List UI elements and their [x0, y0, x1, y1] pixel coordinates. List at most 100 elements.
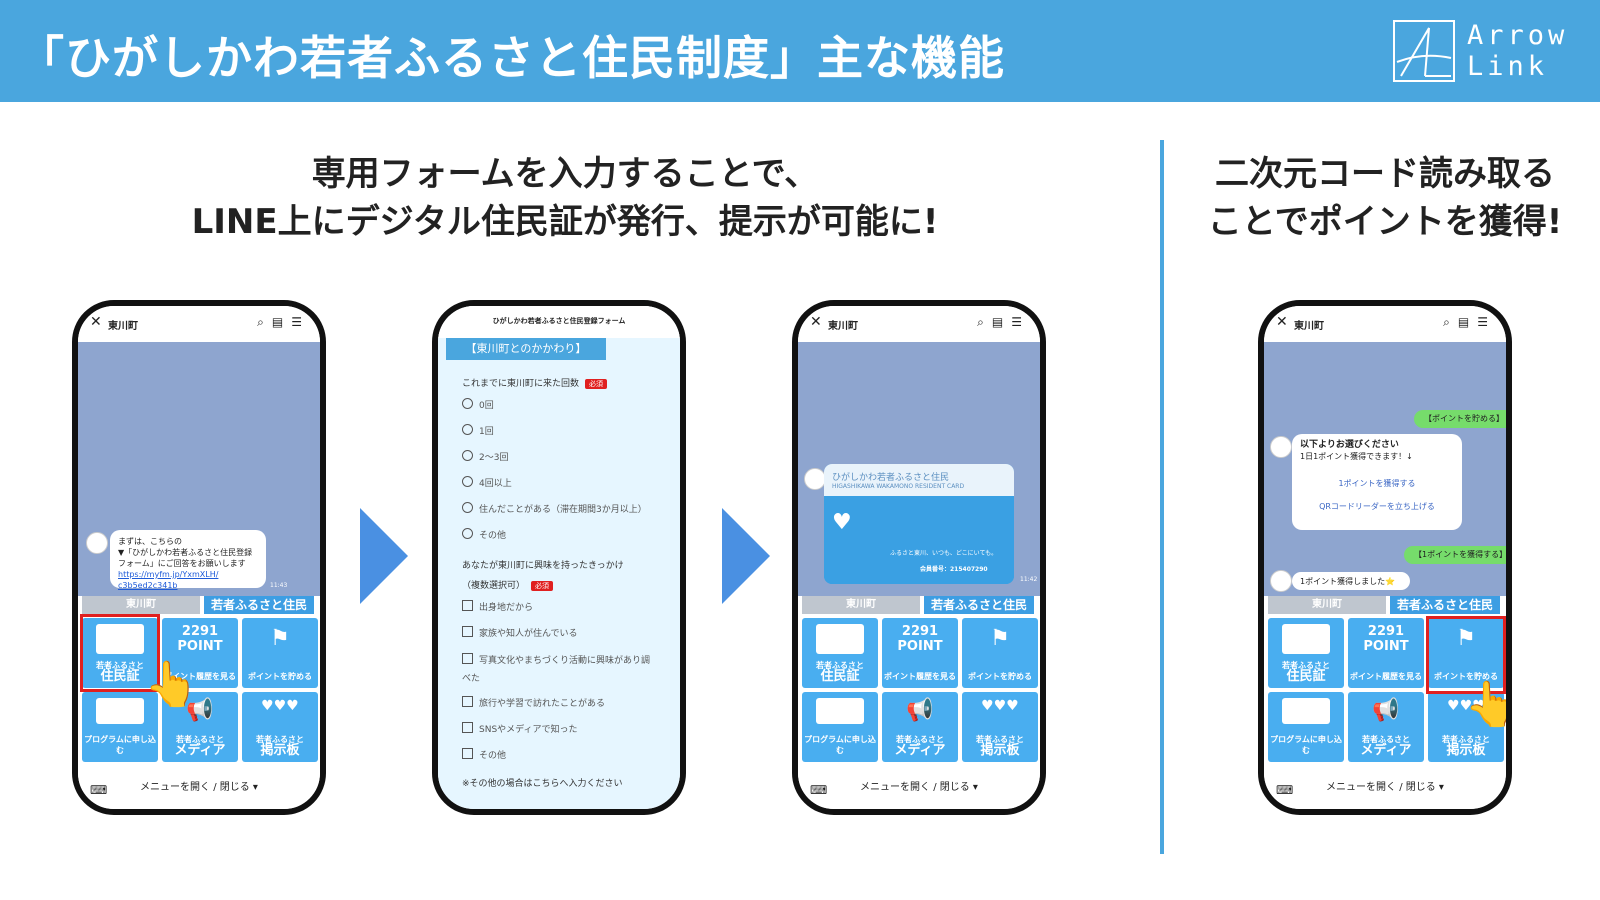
tab-young-resident[interactable]: 若者ふるさと住民	[204, 596, 314, 614]
id-card-icon	[816, 624, 864, 654]
menu-tile-collect-points[interactable]: ⚑ポイントを貯める	[1428, 618, 1504, 688]
checkbox-icon	[462, 748, 473, 759]
menu-tile-collect-points[interactable]: ⚑ポイントを貯める	[242, 618, 318, 688]
choice-message: 以下よりお選びください 1日1ポイント獲得できます！↓ 1ポイントを獲得する Q…	[1292, 434, 1462, 530]
menu-tile-board[interactable]: ♥♥♥若者ふるさと掲示板	[962, 692, 1038, 762]
avatar	[1270, 436, 1292, 458]
close-icon[interactable]: ✕	[90, 314, 102, 330]
keyboard-icon[interactable]: ⌨	[1276, 783, 1294, 797]
menu-icon[interactable]: ☰	[291, 315, 310, 329]
line-top-bar: ✕ 東川町 ⌕▤☰	[798, 306, 1040, 342]
form-title: ひがしかわ若者ふるさと住民登録フォーム	[438, 306, 680, 338]
line-footer: ⌨ メニューを開く / 閉じる ▾	[78, 773, 320, 809]
left-caption: 専用フォームを入力することで、 LINE上にデジタル住民証が発行、提示が可能に!	[150, 150, 980, 246]
form-link[interactable]: https://myfm.jp/YxmXLH/	[118, 570, 219, 579]
tile-small-label: プログラムに申し込む	[84, 735, 156, 755]
keyboard-icon[interactable]: ⌨	[810, 783, 828, 797]
tab-town[interactable]: 東川町	[802, 596, 920, 614]
option-label: その他	[479, 531, 507, 541]
id-card-icon	[96, 624, 144, 654]
page-title: 「ひがしかわ若者ふるさと住民制度」主な機能	[18, 31, 1005, 85]
tile-small-label: 若者ふるさと	[896, 735, 944, 744]
menu-tile-media[interactable]: 📢若者ふるさとメディア	[882, 692, 958, 762]
tile-small-label: 若者ふるさと	[976, 735, 1024, 744]
form-link[interactable]: c3b5ed2c341b	[118, 581, 178, 590]
section-divider	[1160, 140, 1164, 854]
account-name: 東川町	[1294, 321, 1324, 332]
menu-icon[interactable]: ☰	[1011, 315, 1030, 329]
question-1: これまでに東川町に来た回数必須	[462, 376, 608, 389]
radio-option[interactable]: 1回	[462, 424, 494, 437]
checkbox-option[interactable]: 家族や知人が住んでいる	[462, 626, 578, 639]
tile-big-label: 2291 POINT	[1363, 624, 1409, 654]
megaphone-icon: 📢	[906, 698, 934, 723]
option-label: 0回	[479, 401, 494, 411]
logo-text-line2: Link	[1467, 51, 1549, 82]
card-body: ♥ ふるさと東川、いつも、どこにいても。 会員番号：215407290	[824, 496, 1014, 584]
search-icon[interactable]: ⌕	[977, 315, 992, 329]
search-icon[interactable]: ⌕	[257, 315, 272, 329]
menu-tile-program[interactable]: プログラムに申し込む	[1268, 692, 1344, 762]
logo-text: Arrow Link	[1467, 20, 1568, 82]
friendship-program-icon	[96, 698, 144, 724]
search-icon[interactable]: ⌕	[1443, 315, 1458, 329]
tab-young-resident[interactable]: 若者ふるさと住民	[924, 596, 1034, 614]
radio-option[interactable]: 住んだことがある（滞在期間3か月以上）	[462, 502, 647, 515]
line-top-bar: ✕ 東川町 ⌕▤☰	[78, 306, 320, 342]
radio-icon	[462, 424, 473, 435]
qr-reader-option[interactable]: QRコードリーダーを立ち上げる	[1319, 502, 1435, 511]
tab-town[interactable]: 東川町	[82, 596, 200, 614]
menu-tile-board[interactable]: ♥♥♥若者ふるさと掲示板	[1428, 692, 1504, 762]
town-mascot-icon: ♥	[832, 510, 852, 535]
menu-tile-resident-card[interactable]: 若者ふるさと住民証	[1268, 618, 1344, 688]
tile-small-label: 若者ふるさと	[1282, 661, 1330, 670]
checkbox-option[interactable]: 出身地だから	[462, 600, 533, 613]
card-number: 会員番号：215407290	[920, 566, 988, 573]
list-icon[interactable]: ▤	[991, 315, 1012, 329]
phone-mockup-4: ✕ 東川町 ⌕▤☰ 【ポイントを貯める】 以下よりお選びください 1日1ポイント…	[1258, 300, 1512, 815]
menu-tile-resident-card[interactable]: 若者ふるさと住民証	[82, 618, 158, 688]
tab-town[interactable]: 東川町	[1268, 596, 1386, 614]
menu-tile-media[interactable]: 📢若者ふるさとメディア	[162, 692, 238, 762]
tab-young-resident[interactable]: 若者ふるさと住民	[1390, 596, 1500, 614]
card-header: ひがしかわ若者ふるさと住民 HIGASHIKAWA WAKAMONO RESID…	[824, 464, 1014, 496]
menu-tile-media[interactable]: 📢若者ふるさとメディア	[1348, 692, 1424, 762]
close-icon[interactable]: ✕	[810, 314, 822, 330]
menu-toggle[interactable]: メニューを開く / 閉じる ▾	[140, 782, 258, 793]
checkbox-option[interactable]: 写真文化やまちづくり活動に興味があり調べた	[462, 652, 652, 688]
get-point-option[interactable]: 1ポイントを獲得する	[1338, 479, 1416, 488]
list-icon[interactable]: ▤	[271, 315, 292, 329]
menu-tile-board[interactable]: ♥♥♥若者ふるさと掲示板	[242, 692, 318, 762]
close-icon[interactable]: ✕	[1276, 314, 1288, 330]
checkbox-icon	[462, 600, 473, 611]
radio-option[interactable]: 0回	[462, 398, 494, 411]
menu-toggle[interactable]: メニューを開く / 閉じる ▾	[860, 782, 978, 793]
option-label: 住んだことがある（滞在期間3か月以上）	[479, 505, 647, 515]
menu-icon[interactable]: ☰	[1477, 315, 1496, 329]
menu-toggle[interactable]: メニューを開く / 閉じる ▾	[1326, 782, 1444, 793]
digital-resident-card[interactable]: ひがしかわ若者ふるさと住民 HIGASHIKAWA WAKAMONO RESID…	[824, 464, 1014, 584]
checkbox-option[interactable]: SNSやメディアで知った	[462, 722, 578, 735]
radio-option[interactable]: 2〜3回	[462, 450, 508, 463]
tile-big-label: メディア	[1360, 743, 1412, 758]
message-time: 11:43	[270, 582, 288, 589]
list-icon[interactable]: ▤	[1457, 315, 1478, 329]
keyboard-icon[interactable]: ⌨	[90, 783, 108, 797]
checkbox-option[interactable]: その他	[462, 748, 506, 761]
checkbox-option[interactable]: 旅行や学習で訪れたことがある	[462, 696, 605, 709]
menu-tile-resident-card[interactable]: 若者ふるさと住民証	[802, 618, 878, 688]
menu-tile-collect-points[interactable]: ⚑ポイントを貯める	[962, 618, 1038, 688]
radio-option[interactable]: 4回以上	[462, 476, 512, 489]
flag-chart-icon: ⚑	[990, 626, 1010, 651]
radio-option[interactable]: その他	[462, 528, 506, 541]
tile-big-label: 住民証	[100, 669, 140, 684]
required-badge: 必須	[531, 581, 554, 591]
choice-subtitle: 1日1ポイント獲得できます！↓	[1300, 452, 1413, 461]
menu-tile-program[interactable]: プログラムに申し込む	[802, 692, 878, 762]
menu-tile-program[interactable]: プログラムに申し込む	[82, 692, 158, 762]
account-name: 東川町	[108, 321, 138, 332]
step-arrow-icon	[722, 508, 770, 604]
